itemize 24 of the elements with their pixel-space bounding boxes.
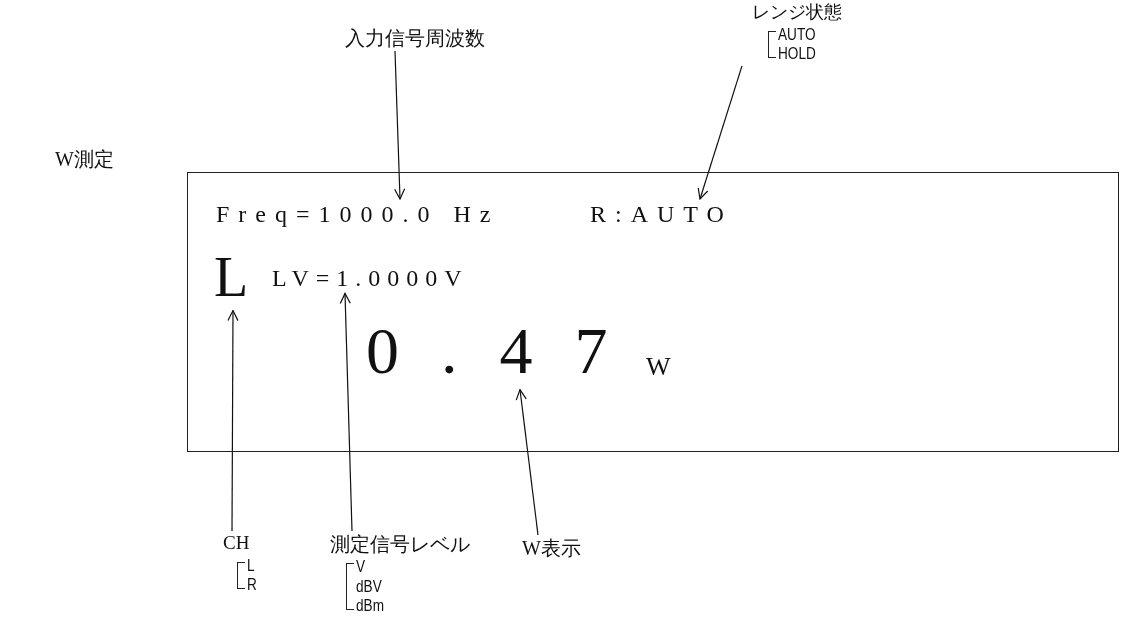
leader-line <box>227 310 239 532</box>
callout-label: W表示 <box>522 537 581 559</box>
leader-line <box>515 389 539 536</box>
unit-reading: W <box>646 353 671 382</box>
frequency-reading: Freq=1000.0 Hz <box>216 201 500 228</box>
option-text: V <box>356 557 367 577</box>
option-text: HOLD <box>778 44 817 64</box>
callout-label: 測定信号レベル <box>330 533 470 555</box>
callout-label: レンジ状態 <box>752 3 842 23</box>
option-text: AUTO <box>778 24 817 45</box>
option-text: L <box>247 555 256 576</box>
range-reading: R:AUTO <box>590 201 733 228</box>
option-text: R <box>247 575 257 595</box>
callout-label: 入力信号周波数 <box>345 27 485 49</box>
option-text: dBV <box>356 576 383 597</box>
option-text: dBm <box>356 596 385 616</box>
display-screen <box>187 172 1119 452</box>
callout-label: CH <box>223 533 251 554</box>
level-reading: LV=1.0000V <box>272 265 469 292</box>
leader-line <box>697 65 743 200</box>
channel-reading: L <box>214 247 249 309</box>
leader-line <box>394 50 406 200</box>
leader-line <box>339 292 353 532</box>
screen-title: W測定 <box>55 148 114 170</box>
